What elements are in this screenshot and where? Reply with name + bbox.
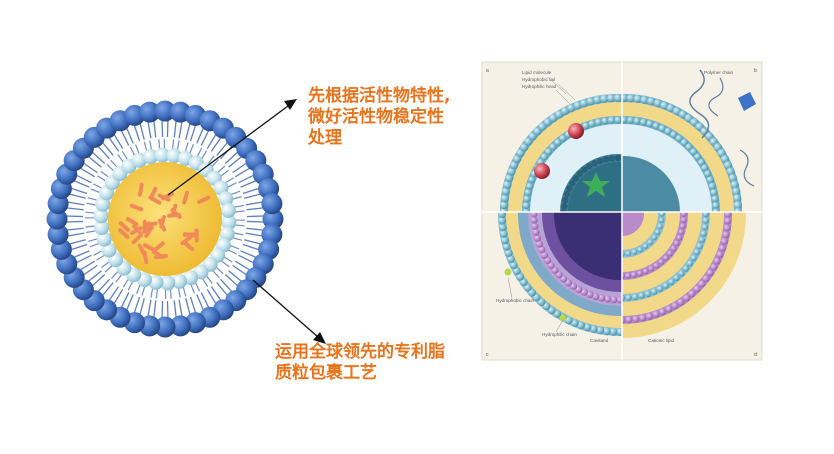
label-hydrophilic-head: Hydrophilic head xyxy=(522,84,557,89)
active-molecule-rod xyxy=(197,195,211,204)
lipid-head-inner xyxy=(93,208,109,224)
inner-lipid-heads xyxy=(93,147,237,291)
lipid-head-inner xyxy=(148,274,164,290)
callout-arrows xyxy=(167,99,326,344)
nanocarrier-panel: a b c d Lipid molecule Hydrophobic tail … xyxy=(481,61,763,361)
drug-sphere-2 xyxy=(534,163,550,179)
star-cargo-icon xyxy=(582,172,610,197)
lipid-head-outer xyxy=(261,193,283,215)
active-molecule-rod xyxy=(118,221,131,232)
active-molecule-rod xyxy=(180,235,193,246)
outer-lipid-heads xyxy=(46,100,284,338)
active-molecule-rod xyxy=(137,182,144,197)
corner-label-b: b xyxy=(754,68,757,74)
label-hydrophobic-chain: Hydrophobic chain xyxy=(496,298,534,303)
active-molecules xyxy=(118,182,211,265)
outer-lipid-tails xyxy=(66,120,264,318)
label-hydrophilic-chain: Hydrophilic chain xyxy=(542,332,577,337)
callout-top-line-2: 微好活性物稳定性 xyxy=(308,107,444,127)
lipid-head-outer xyxy=(139,101,161,123)
polymer-chain-icon xyxy=(738,92,756,111)
active-molecule-rod xyxy=(154,253,168,260)
label-hydrophobic-tail: Hydrophobic tail xyxy=(522,77,555,82)
lipid-head-outer xyxy=(46,208,68,230)
quadrant-b-polymersome xyxy=(622,69,756,212)
liposome-illustration xyxy=(46,100,284,338)
active-molecule-rod xyxy=(118,228,130,239)
lipid-head-inner xyxy=(154,147,170,163)
label-polymer-chain: Polymer chain xyxy=(704,70,734,75)
lipid-head-inner xyxy=(96,231,112,247)
arrow-to-core xyxy=(167,105,289,196)
active-molecule-rod xyxy=(144,225,154,238)
active-molecule-rod xyxy=(142,243,156,252)
active-molecule-rod xyxy=(142,250,149,265)
label-cavitand: Cavitand xyxy=(590,338,609,343)
lipid-head-inner xyxy=(166,148,182,164)
lipid-head-outer xyxy=(169,315,191,337)
corner-label-c: c xyxy=(486,352,489,358)
active-molecule-rod xyxy=(129,203,144,212)
active-molecule-rod xyxy=(159,215,166,229)
lipid-head-outer xyxy=(154,316,176,338)
callout-bottom-line-2: 质粒包裹工艺 xyxy=(275,363,377,383)
active-molecule-rod xyxy=(170,208,182,219)
active-molecule-rod xyxy=(131,233,143,245)
active-molecule-rod xyxy=(148,186,158,200)
quadrant-c-cavitand xyxy=(498,212,622,336)
callout-top: 先根据活性物特性, 微好活性物稳定性 处理 xyxy=(308,86,450,149)
arrow-head-top xyxy=(284,99,297,110)
active-molecule-rod xyxy=(125,217,139,227)
label-cationic-lipid: Cationic lipid xyxy=(648,338,674,343)
active-molecule-rod xyxy=(160,192,174,201)
lipid-head-outer xyxy=(154,100,176,122)
label-lipid-molecule: Lipid molecule xyxy=(522,70,552,75)
green-marker-1 xyxy=(504,268,512,276)
quadrant-d-cationic xyxy=(622,212,746,338)
panel-leader-lines xyxy=(507,76,576,333)
active-molecule-rod xyxy=(182,232,197,237)
inner-lipid-tails xyxy=(85,138,245,300)
lipid-head-inner xyxy=(94,220,110,236)
corner-label-a: a xyxy=(486,68,489,74)
active-molecule-rod xyxy=(132,224,143,236)
green-marker-2 xyxy=(559,314,567,322)
drug-sphere-1 xyxy=(568,123,584,139)
callout-bottom: 运用全球领先的专利脂 质粒包裹工艺 xyxy=(275,342,445,384)
lipid-head-inner xyxy=(220,202,236,218)
lipid-head-inner xyxy=(171,273,187,289)
lipid-head-inner xyxy=(218,191,234,207)
arrow-to-shell xyxy=(252,279,319,338)
active-molecule-rod xyxy=(153,241,165,252)
lipid-head-inner xyxy=(221,214,237,230)
callout-top-line-1: 先根据活性物特性, xyxy=(308,86,451,106)
lipid-head-outer xyxy=(262,208,284,230)
active-molecule-rod xyxy=(182,190,190,205)
lipid-head-inner xyxy=(143,149,159,165)
corner-label-d: d xyxy=(754,352,757,358)
arrow-head-bottom xyxy=(313,332,326,344)
callout-top-line-3: 处理 xyxy=(308,128,342,148)
callout-bottom-line-1: 运用全球领先的专利脂 xyxy=(275,342,445,362)
lipid-head-inner xyxy=(160,275,176,291)
lipid-head-outer xyxy=(47,223,69,245)
